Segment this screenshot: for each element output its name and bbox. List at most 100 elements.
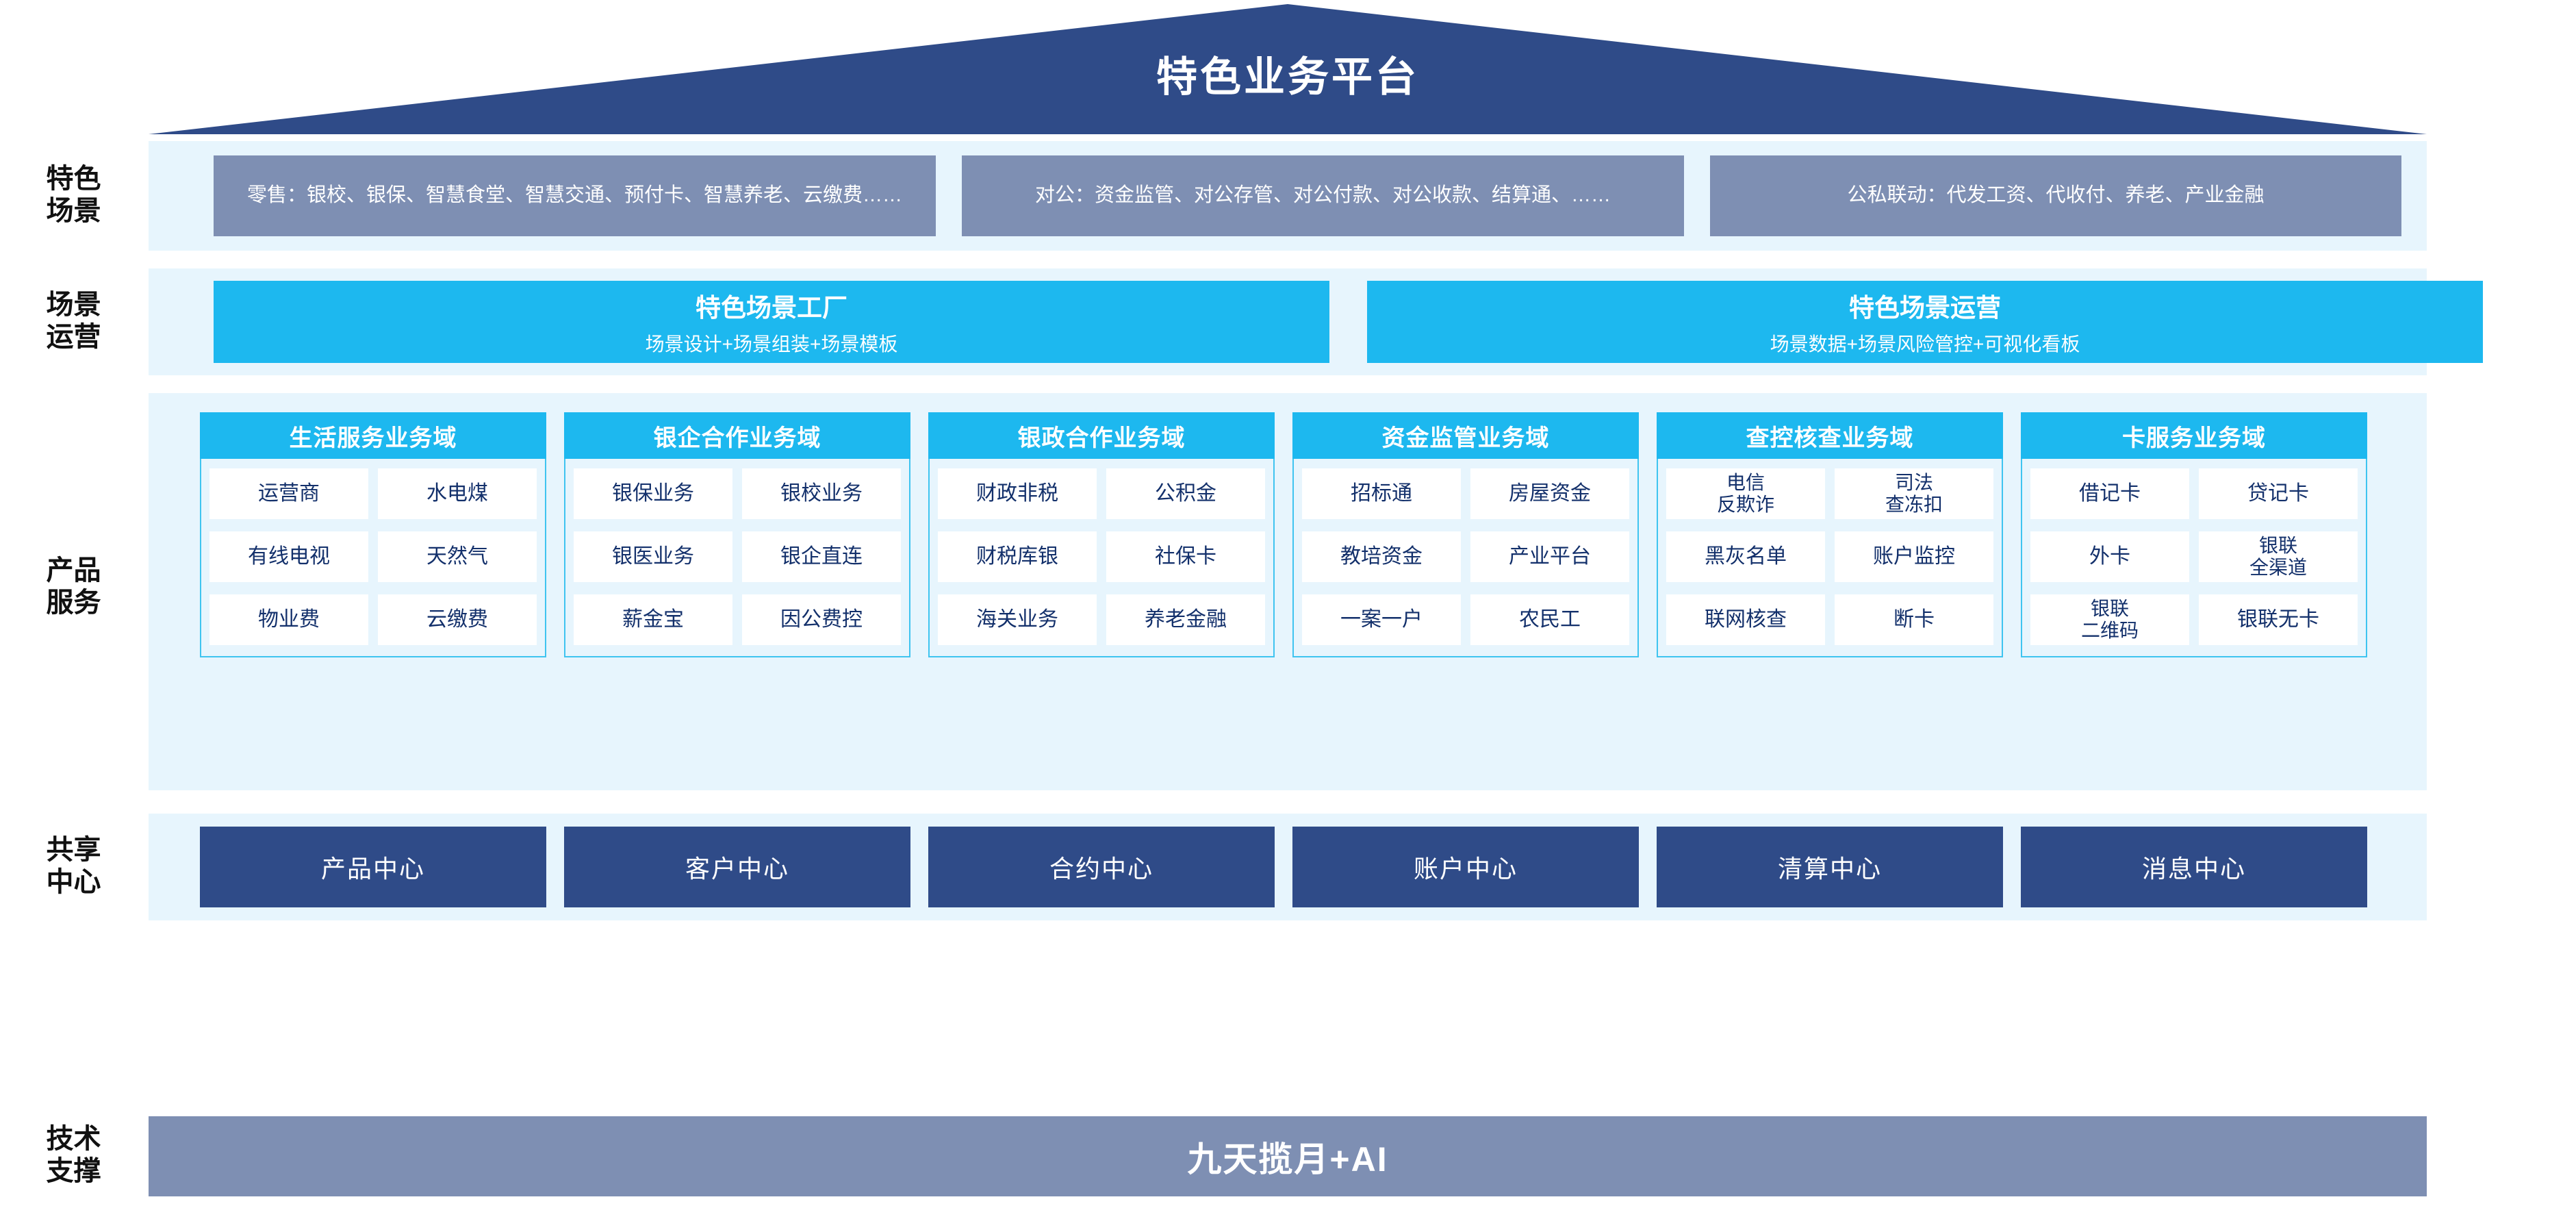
business-domain-row: 电信反欺诈司法查冻扣 xyxy=(1666,468,1993,519)
business-domain-card: 银企合作业务域银保业务银校业务银医业务银企直连薪金宝因公费控 xyxy=(564,412,910,657)
business-domain-title: 卡服务业务域 xyxy=(2021,412,2367,459)
business-domain-body: 借记卡贷记卡外卡银联全渠道银联二维码银联无卡 xyxy=(2021,459,2367,657)
business-domain-row: 银保业务银校业务 xyxy=(574,468,901,519)
roof-shape xyxy=(149,4,2427,134)
business-domain-body: 银保业务银校业务银医业务银企直连薪金宝因公费控 xyxy=(564,459,910,657)
business-domain-row: 海关业务养老金融 xyxy=(938,594,1265,645)
operation-title: 特色场景工厂 xyxy=(696,294,847,322)
shared-center-panel: 产品中心客户中心合约中心账户中心清算中心消息中心 xyxy=(149,814,2427,920)
business-domain-item[interactable]: 司法查冻扣 xyxy=(1835,468,1993,519)
business-domain-item[interactable]: 断卡 xyxy=(1835,594,1993,645)
operation-subtitle: 场景数据+场景风险管控+可视化看板 xyxy=(1770,334,2080,355)
scenario-panel: 零售：银校、银保、智慧食堂、智慧交通、预付卡、智慧养老、云缴费…… 对公：资金监… xyxy=(149,141,2427,251)
business-domain-row: 外卡银联全渠道 xyxy=(2030,531,2358,582)
business-domain-row: 借记卡贷记卡 xyxy=(2030,468,2358,519)
business-domain-body: 招标通房屋资金教培资金产业平台一案一户农民工 xyxy=(1292,459,1639,657)
business-domain-item[interactable]: 银医业务 xyxy=(574,531,732,582)
business-domain-item[interactable]: 薪金宝 xyxy=(574,594,732,645)
business-domain-row: 薪金宝因公费控 xyxy=(574,594,901,645)
business-domain-row: 财政非税公积金 xyxy=(938,468,1265,519)
business-domain-item[interactable]: 一案一户 xyxy=(1302,594,1461,645)
scenario-box-linkage[interactable]: 公私联动：代发工资、代收付、养老、产业金融 xyxy=(1710,155,2401,236)
shared-center-box[interactable]: 清算中心 xyxy=(1657,827,2003,907)
business-domain-item[interactable]: 房屋资金 xyxy=(1470,468,1629,519)
row-label-tech: 技术支撑 xyxy=(46,1124,101,1187)
business-domain-item[interactable]: 银联二维码 xyxy=(2030,594,2189,645)
business-domain-title: 查控核查业务域 xyxy=(1657,412,2003,459)
shared-center-list: 产品中心客户中心合约中心账户中心清算中心消息中心 xyxy=(200,827,2367,907)
business-domain-row: 招标通房屋资金 xyxy=(1302,468,1629,519)
business-domain-row: 银医业务银企直连 xyxy=(574,531,901,582)
business-domain-row: 运营商水电煤 xyxy=(209,468,537,519)
business-domain-item[interactable]: 有线电视 xyxy=(209,531,368,582)
scenario-box-corporate[interactable]: 对公：资金监管、对公存管、对公付款、对公收款、结算通、…… xyxy=(962,155,1684,236)
business-domain-title: 资金监管业务域 xyxy=(1292,412,1639,459)
operation-list: 特色场景工厂 场景设计+场景组装+场景模板 特色场景运营 场景数据+场景风险管控… xyxy=(214,281,2483,363)
business-domain-card: 生活服务业务域运营商水电煤有线电视天然气物业费云缴费 xyxy=(200,412,546,657)
business-domain-body: 财政非税公积金财税库银社保卡海关业务养老金融 xyxy=(928,459,1275,657)
business-domain-item[interactable]: 养老金融 xyxy=(1106,594,1265,645)
business-domain-card: 资金监管业务域招标通房屋资金教培资金产业平台一案一户农民工 xyxy=(1292,412,1639,657)
tech-support-bar: 九天揽月+AI xyxy=(149,1116,2427,1196)
page-title: 特色业务平台 xyxy=(1156,54,1419,100)
business-domain-title: 银政合作业务域 xyxy=(928,412,1275,459)
scenario-box-retail[interactable]: 零售：银校、银保、智慧食堂、智慧交通、预付卡、智慧养老、云缴费…… xyxy=(214,155,936,236)
business-domain-item[interactable]: 银企直连 xyxy=(742,531,901,582)
business-domain-item[interactable]: 财税库银 xyxy=(938,531,1097,582)
business-domain-row: 联网核查断卡 xyxy=(1666,594,1993,645)
business-domain-item[interactable]: 财政非税 xyxy=(938,468,1097,519)
business-domain-item[interactable]: 银联无卡 xyxy=(2199,594,2358,645)
business-domain-item[interactable]: 联网核查 xyxy=(1666,594,1825,645)
product-service-panel: 生活服务业务域运营商水电煤有线电视天然气物业费云缴费银企合作业务域银保业务银校业… xyxy=(149,393,2427,790)
business-domain-row: 一案一户农民工 xyxy=(1302,594,1629,645)
shared-center-box[interactable]: 消息中心 xyxy=(2021,827,2367,907)
business-domain-item[interactable]: 账户监控 xyxy=(1835,531,1993,582)
row-label-center: 共享中心 xyxy=(46,835,101,898)
business-domain-card: 查控核查业务域电信反欺诈司法查冻扣黑灰名单账户监控联网核查断卡 xyxy=(1657,412,2003,657)
business-domain-item[interactable]: 农民工 xyxy=(1470,594,1629,645)
business-domain-item[interactable]: 贷记卡 xyxy=(2199,468,2358,519)
business-domain-item[interactable]: 海关业务 xyxy=(938,594,1097,645)
business-domain-item[interactable]: 银校业务 xyxy=(742,468,901,519)
business-domain-item[interactable]: 借记卡 xyxy=(2030,468,2189,519)
business-domain-body: 电信反欺诈司法查冻扣黑灰名单账户监控联网核查断卡 xyxy=(1657,459,2003,657)
operation-box-factory[interactable]: 特色场景工厂 场景设计+场景组装+场景模板 xyxy=(214,281,1329,363)
business-domain-title: 生活服务业务域 xyxy=(200,412,546,459)
operation-subtitle: 场景设计+场景组装+场景模板 xyxy=(645,334,898,355)
business-domain-list: 生活服务业务域运营商水电煤有线电视天然气物业费云缴费银企合作业务域银保业务银校业… xyxy=(200,412,2367,657)
shared-center-box[interactable]: 账户中心 xyxy=(1292,827,1639,907)
business-domain-item[interactable]: 运营商 xyxy=(209,468,368,519)
operation-panel: 特色场景工厂 场景设计+场景组装+场景模板 特色场景运营 场景数据+场景风险管控… xyxy=(149,268,2483,375)
business-domain-card: 银政合作业务域财政非税公积金财税库银社保卡海关业务养老金融 xyxy=(928,412,1275,657)
business-domain-row: 银联二维码银联无卡 xyxy=(2030,594,2358,645)
business-domain-body: 运营商水电煤有线电视天然气物业费云缴费 xyxy=(200,459,546,657)
business-domain-item[interactable]: 因公费控 xyxy=(742,594,901,645)
business-domain-item[interactable]: 招标通 xyxy=(1302,468,1461,519)
business-domain-title: 银企合作业务域 xyxy=(564,412,910,459)
business-domain-row: 财税库银社保卡 xyxy=(938,531,1265,582)
platform-roof: 特色业务平台 xyxy=(149,4,2427,134)
business-domain-row: 有线电视天然气 xyxy=(209,531,537,582)
business-domain-item[interactable]: 电信反欺诈 xyxy=(1666,468,1825,519)
scenario-list: 零售：银校、银保、智慧食堂、智慧交通、预付卡、智慧养老、云缴费…… 对公：资金监… xyxy=(214,155,2401,236)
business-domain-item[interactable]: 外卡 xyxy=(2030,531,2189,582)
business-domain-item[interactable]: 黑灰名单 xyxy=(1666,531,1825,582)
shared-center-box[interactable]: 产品中心 xyxy=(200,827,546,907)
business-domain-item[interactable]: 公积金 xyxy=(1106,468,1265,519)
business-domain-item[interactable]: 天然气 xyxy=(378,531,537,582)
business-domain-item[interactable]: 物业费 xyxy=(209,594,368,645)
business-domain-row: 教培资金产业平台 xyxy=(1302,531,1629,582)
shared-center-box[interactable]: 客户中心 xyxy=(564,827,910,907)
business-domain-item[interactable]: 水电煤 xyxy=(378,468,537,519)
shared-center-box[interactable]: 合约中心 xyxy=(928,827,1275,907)
business-domain-card: 卡服务业务域借记卡贷记卡外卡银联全渠道银联二维码银联无卡 xyxy=(2021,412,2367,657)
row-label-scenario: 特色场景 xyxy=(46,164,101,227)
business-domain-item[interactable]: 银保业务 xyxy=(574,468,732,519)
business-domain-item[interactable]: 社保卡 xyxy=(1106,531,1265,582)
row-label-operation: 场景运营 xyxy=(46,290,101,353)
business-domain-item[interactable]: 银联全渠道 xyxy=(2199,531,2358,582)
business-domain-item[interactable]: 教培资金 xyxy=(1302,531,1461,582)
business-domain-item[interactable]: 云缴费 xyxy=(378,594,537,645)
business-domain-item[interactable]: 产业平台 xyxy=(1470,531,1629,582)
operation-box-operations[interactable]: 特色场景运营 场景数据+场景风险管控+可视化看板 xyxy=(1367,281,2483,363)
